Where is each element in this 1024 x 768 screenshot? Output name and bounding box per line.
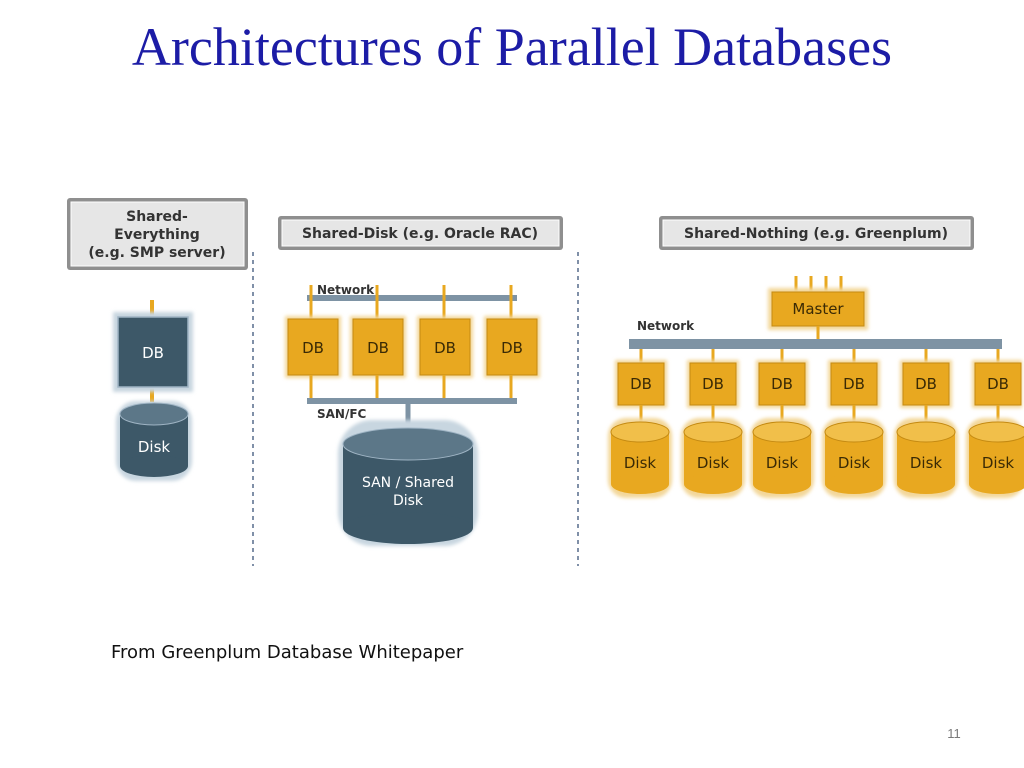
source-caption: From Greenplum Database Whitepaper [111, 642, 464, 663]
shared-nothing-disk: Disk [822, 418, 886, 498]
shared-nothing-db-label-2: DB [702, 375, 724, 393]
shared-nothing-disk-label-5: Disk [910, 454, 943, 472]
shared-nothing-disk-label-3: Disk [766, 454, 799, 472]
shared-everything-header-line-1: Shared- [126, 209, 188, 225]
shared-nothing-disk: Disk [966, 418, 1024, 498]
shared-everything-disk: Disk [116, 401, 192, 481]
shared-nothing-db-label-4: DB [843, 375, 865, 393]
shared-disk-storage-label-1: SAN / Shared [362, 475, 454, 491]
shared-everything-header-line-2: Everything [114, 227, 200, 243]
master-label: Master [792, 300, 844, 318]
shared-nothing-db-node: DB [972, 360, 1022, 408]
shared-disk-db-node: DB [417, 316, 473, 378]
shared-nothing-disk-label-2: Disk [697, 454, 730, 472]
shared-disk-header-label: Shared-Disk (e.g. Oracle RAC) [302, 226, 538, 242]
shared-disk-db-label-3: DB [434, 339, 456, 357]
shared-nothing-db-node: DB [615, 360, 667, 408]
shared-nothing-panel: Shared-Nothing (e.g. Greenplum) Master N… [608, 216, 1024, 498]
shared-nothing-disk-label-4: Disk [838, 454, 871, 472]
shared-nothing-disk: Disk [894, 418, 958, 498]
shared-disk-db-node: DB [350, 316, 406, 378]
shared-nothing-db-label-3: DB [771, 375, 793, 393]
shared-nothing-network-bar [629, 339, 1002, 349]
shared-everything-header: Shared- Everything (e.g. SMP server) [67, 198, 248, 270]
shared-everything-header-line-3: (e.g. SMP server) [88, 245, 225, 261]
shared-nothing-disk-label-1: Disk [624, 454, 657, 472]
shared-everything-db-node: DB [113, 312, 193, 392]
shared-nothing-header: Shared-Nothing (e.g. Greenplum) [659, 216, 974, 250]
shared-nothing-disk: Disk [608, 418, 672, 498]
shared-nothing-network-label: Network [637, 319, 695, 333]
shared-nothing-header-label: Shared-Nothing (e.g. Greenplum) [684, 226, 948, 242]
shared-disk-header: Shared-Disk (e.g. Oracle RAC) [278, 216, 563, 250]
shared-disk-db-label-1: DB [302, 339, 324, 357]
shared-everything-panel: Shared- Everything (e.g. SMP server) DB … [67, 198, 248, 481]
shared-nothing-db-label-5: DB [915, 375, 937, 393]
shared-nothing-db-node: DB [756, 360, 808, 408]
shared-disk-db-label-4: DB [501, 339, 523, 357]
slide-title: Architectures of Parallel Databases [131, 17, 893, 77]
shared-disk-db-node: DB [285, 316, 341, 378]
shared-nothing-db-label-1: DB [630, 375, 652, 393]
shared-everything-disk-label: Disk [138, 438, 171, 456]
shared-disk-storage-label-2: Disk [393, 493, 424, 509]
shared-disk-san-label: SAN/FC [317, 407, 367, 421]
shared-disk-network-label: Network [317, 283, 375, 297]
shared-disk-db-label-2: DB [367, 339, 389, 357]
shared-disk-db-node: DB [484, 316, 540, 378]
shared-everything-db-label: DB [142, 344, 164, 362]
shared-disk-network-bar [307, 295, 517, 301]
shared-nothing-db-label-6: DB [987, 375, 1009, 393]
shared-nothing-disk-label-6: Disk [982, 454, 1015, 472]
shared-disk-san-bar [307, 398, 517, 404]
master-node: Master [768, 288, 868, 330]
shared-nothing-disk: Disk [750, 418, 814, 498]
page-number: 11 [947, 726, 961, 741]
shared-nothing-db-node: DB [900, 360, 952, 408]
shared-nothing-db-node: DB [687, 360, 739, 408]
shared-disk-panel: Shared-Disk (e.g. Oracle RAC) Network DB… [278, 216, 563, 546]
shared-nothing-disk: Disk [681, 418, 745, 498]
shared-nothing-db-node: DB [828, 360, 880, 408]
shared-disk-storage: SAN / Shared Disk [338, 420, 478, 546]
